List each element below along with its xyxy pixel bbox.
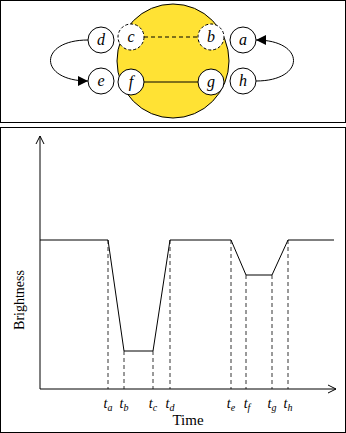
- orbit-position: a: [229, 26, 257, 54]
- axis-title: Time: [172, 412, 203, 429]
- time-markers: [108, 240, 288, 389]
- position-letter: b: [197, 23, 225, 51]
- orbit-position: b: [197, 23, 225, 51]
- time-label: te: [227, 396, 235, 413]
- orbit-position: e: [87, 67, 115, 95]
- axis-title: Brightness: [12, 270, 28, 330]
- time-label: ta: [104, 396, 113, 413]
- orbit-position: g: [197, 68, 225, 96]
- time-label: td: [166, 396, 175, 413]
- orbit-position: h: [229, 67, 257, 95]
- position-letter: c: [117, 23, 145, 51]
- orbit-path: [144, 37, 198, 38]
- panel-frame: [1, 128, 346, 433]
- orbit-path: [51, 40, 89, 81]
- panel-frame: [1, 1, 346, 123]
- x-axis: [40, 389, 336, 390]
- time-label: th: [284, 396, 293, 413]
- orbit-path: [144, 82, 198, 83]
- position-letter: d: [87, 26, 115, 54]
- position-letter: g: [197, 68, 225, 96]
- position-letter: f: [117, 68, 145, 96]
- position-letter: h: [229, 67, 257, 95]
- orbit-path: [256, 40, 294, 81]
- position-letter: a: [229, 26, 257, 54]
- star: [117, 4, 229, 118]
- orbit-position: c: [117, 23, 145, 51]
- time-label: tb: [120, 396, 129, 413]
- orbit-position: f: [117, 68, 145, 96]
- time-label: tf: [244, 396, 251, 413]
- y-axis: [40, 136, 41, 389]
- orbit-position: d: [87, 26, 115, 54]
- time-label: tc: [149, 396, 157, 413]
- light-curve: [40, 240, 334, 351]
- time-label: tg: [268, 396, 277, 413]
- position-letter: e: [87, 67, 115, 95]
